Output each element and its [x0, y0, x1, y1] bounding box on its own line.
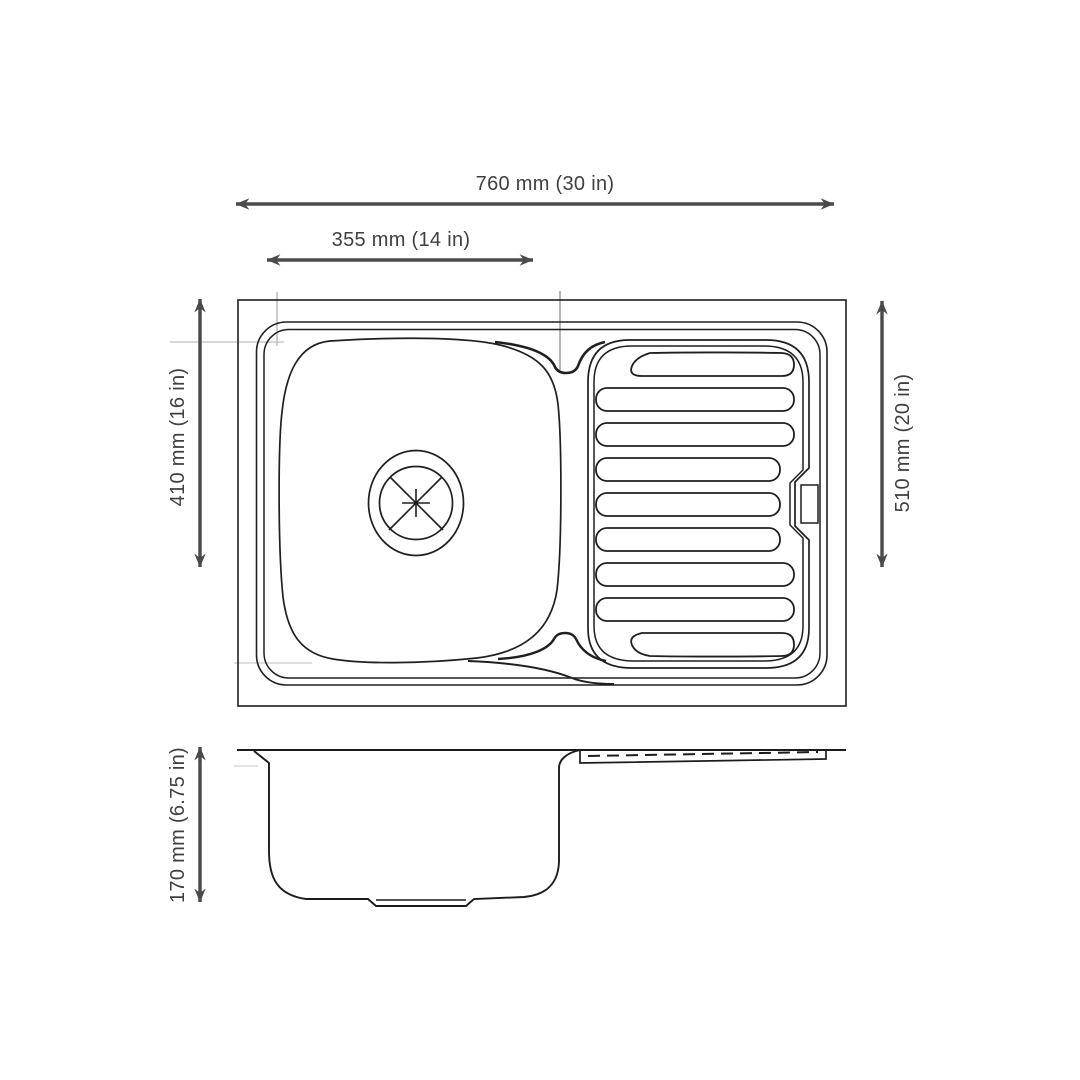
sink-outer-edge	[237, 299, 847, 707]
construction-lines	[170, 291, 561, 767]
drainboard-rib	[595, 527, 781, 552]
drainboard-outline-inner	[593, 345, 804, 662]
drainboard-rib	[595, 562, 795, 587]
dimension-label-left-height: 410 mm (16 in)	[167, 367, 189, 507]
drainboard-rib	[630, 632, 795, 658]
drain-cross	[388, 476, 444, 531]
drainboard-rib	[630, 351, 795, 377]
drainboard-rib	[595, 457, 781, 482]
bowl-profile	[253, 749, 581, 907]
drain-strainer	[378, 465, 454, 541]
drainboard-profile	[579, 750, 827, 764]
drainboard-rib	[595, 422, 795, 447]
sink-side-view	[237, 749, 846, 907]
drainboard-outline-outer	[587, 339, 810, 669]
bowl-outline	[278, 337, 562, 664]
overflow-notch	[800, 484, 819, 524]
drainboard-rib	[595, 387, 795, 412]
sink-rim-inner	[263, 328, 821, 679]
dimension-label-overall-width: 760 mm (30 in)	[475, 173, 615, 195]
dimension-annotations	[194, 198, 888, 903]
dimension-label-side-height: 170 mm (6.75 in)	[167, 747, 189, 903]
drain-outer-ring	[367, 449, 465, 557]
dimension-label-bowl-width: 355 mm (14 in)	[331, 229, 471, 251]
drainboard	[587, 339, 819, 669]
sink-rim-outer	[255, 321, 828, 686]
drain-icon	[367, 449, 465, 557]
drainboard-rib	[595, 492, 781, 517]
neck-curve-top	[494, 340, 606, 375]
dimension-label-right-height: 510 mm (20 in)	[892, 373, 914, 513]
drainboard-rib	[595, 597, 795, 622]
neck-curve-bottom	[497, 631, 607, 663]
drainboard-hidden-edge-dashed	[587, 751, 819, 757]
bowl-corner-sweep	[467, 660, 615, 685]
sink-top-view	[237, 299, 847, 707]
